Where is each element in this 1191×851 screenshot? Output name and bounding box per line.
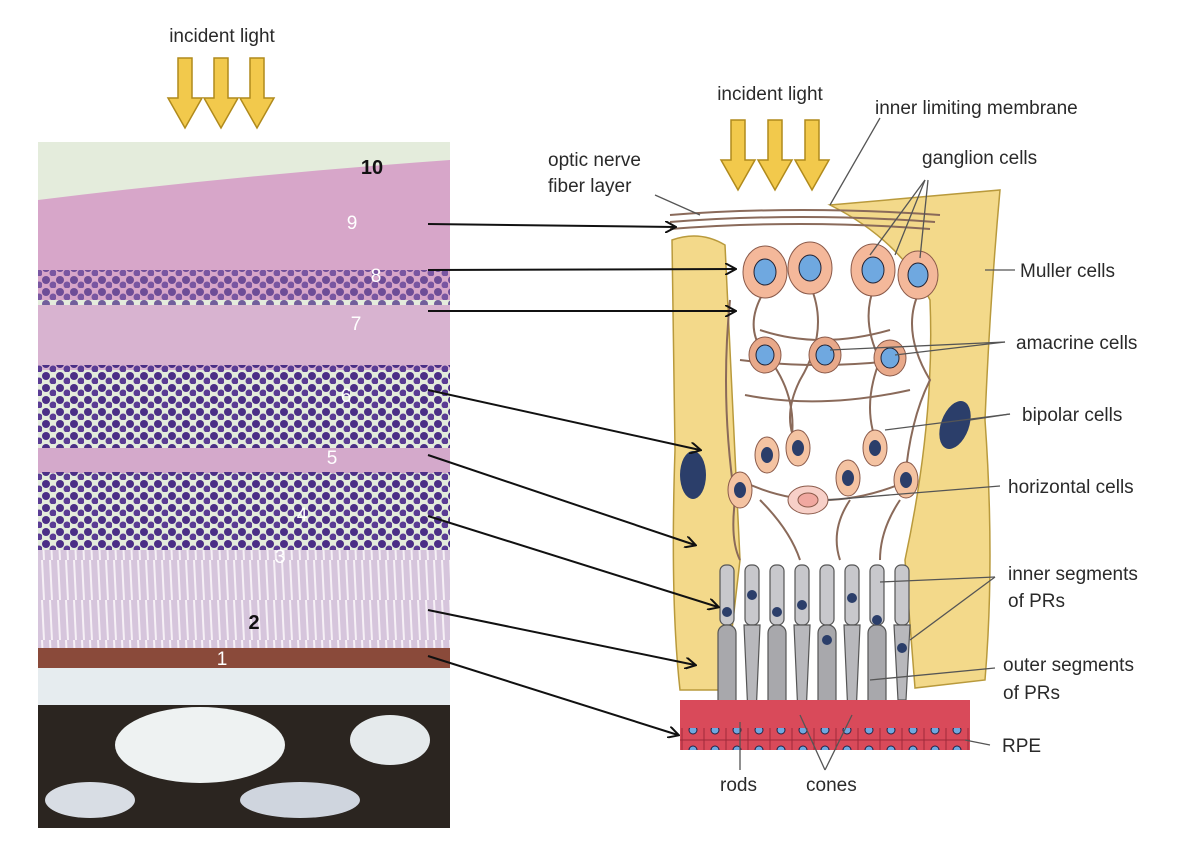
layer-number-2: 2	[248, 612, 259, 634]
inner-segments-label-line2: of PRs	[1008, 591, 1065, 612]
horizontal-cell	[788, 486, 828, 514]
inner-segments-label-line1: inner segments	[1008, 564, 1138, 585]
layer-number-10: 10	[361, 157, 383, 179]
photoreceptors	[718, 565, 910, 720]
amacrine-cells	[749, 337, 906, 376]
layer-number-8: 8	[371, 266, 382, 287]
amacrine-cells-label: amacrine cells	[1016, 333, 1137, 354]
layer-number-4: 4	[297, 505, 308, 526]
layer-number-9: 9	[347, 213, 358, 234]
layer-number-3: 3	[275, 547, 286, 568]
optic-nerve-label-line2: fiber layer	[548, 176, 632, 197]
nerve-fiber-layer	[670, 210, 940, 229]
rpe-label: RPE	[1002, 736, 1041, 757]
horizontal-cells-label: horizontal cells	[1008, 477, 1134, 498]
optic-nerve-label-line1: optic nerve	[548, 150, 641, 171]
right-incident-light-label: incident light	[717, 84, 823, 105]
inner-limiting-membrane-label: inner limiting membrane	[875, 98, 1078, 119]
left-incident-light: incident light	[168, 26, 276, 128]
right-light-arrows-icon	[721, 120, 829, 190]
layer-number-7: 7	[351, 314, 362, 335]
bipolar-cells-label: bipolar cells	[1022, 405, 1122, 426]
right-incident-light: incident light	[717, 84, 829, 190]
left-light-arrows-icon	[168, 58, 274, 128]
layer-number-6: 6	[341, 386, 352, 407]
layer-number-5: 5	[327, 448, 338, 469]
outer-segments-label-line2: of PRs	[1003, 683, 1060, 704]
rpe-layer	[680, 700, 970, 750]
left-incident-light-label: incident light	[169, 26, 275, 47]
layer-number-1: 1	[217, 649, 228, 670]
schematic-labels: inner limiting membrane optic nerve fibe…	[548, 98, 1138, 796]
cones-label: cones	[806, 775, 857, 796]
rods-label: rods	[720, 775, 757, 796]
outer-segments-label-line1: outer segments	[1003, 655, 1134, 676]
ganglion-cells-label: ganglion cells	[922, 148, 1037, 169]
histology-section-image	[38, 142, 450, 828]
muller-cells-label: Muller cells	[1020, 261, 1115, 282]
neural-network-lines	[726, 285, 930, 560]
